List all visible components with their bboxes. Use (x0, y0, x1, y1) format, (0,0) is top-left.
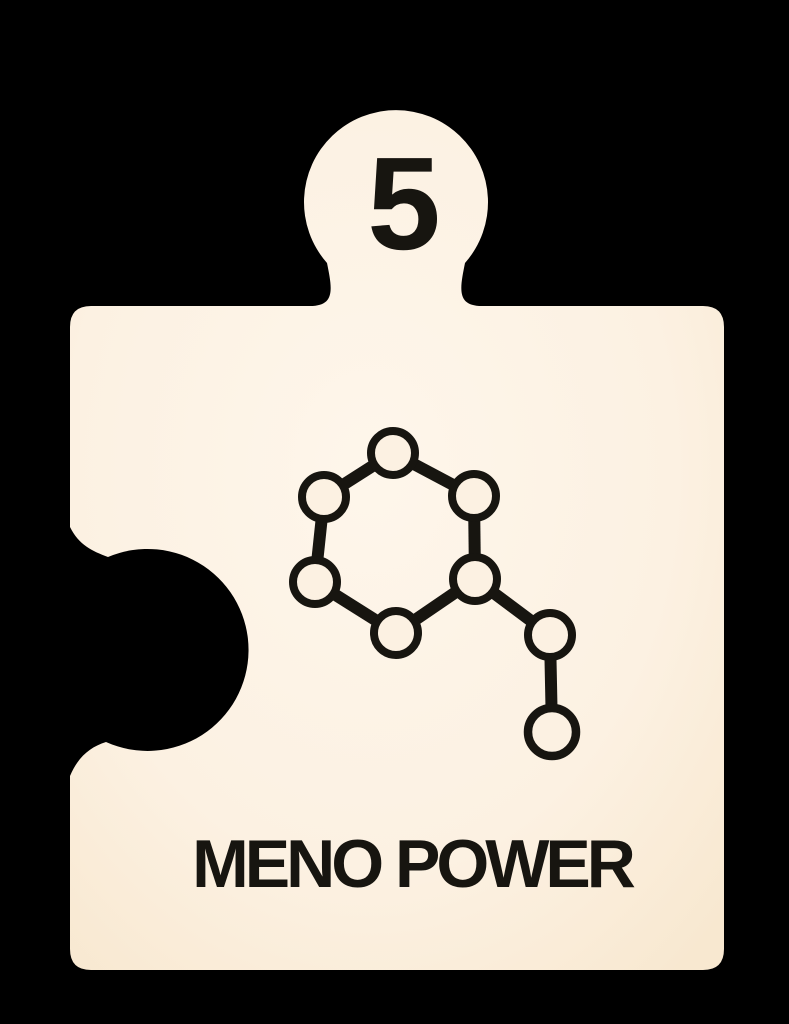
piece-label: MENO POWER (192, 826, 636, 902)
piece-number: 5 (367, 130, 441, 277)
molecule-icon (289, 427, 581, 761)
molecule-atoms (289, 427, 581, 761)
